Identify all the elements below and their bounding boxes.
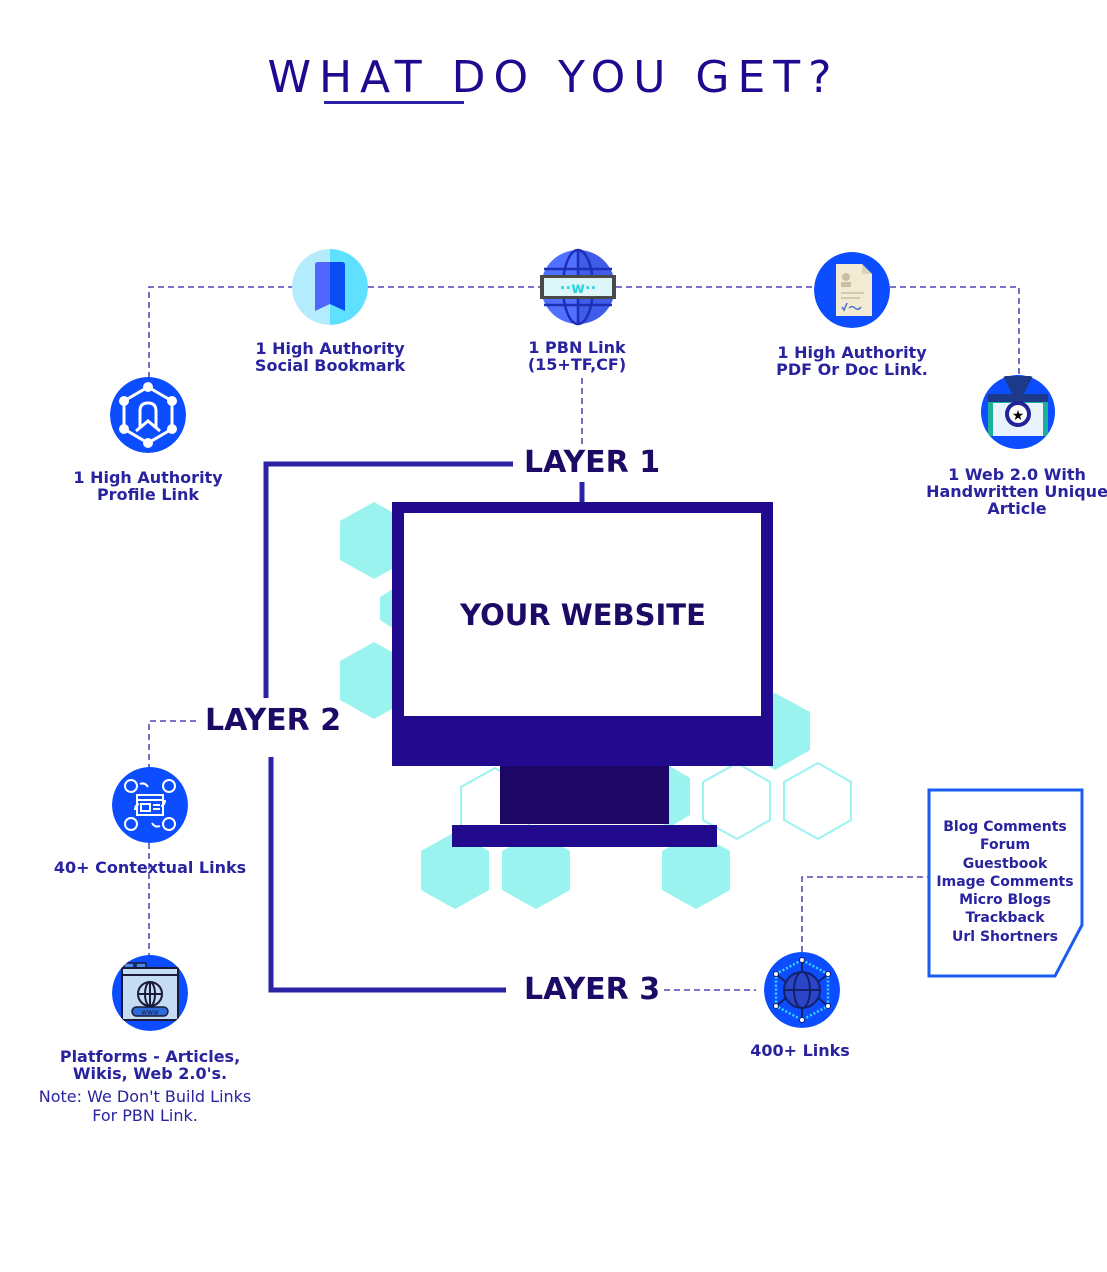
hexagon bbox=[340, 642, 408, 719]
hexagon bbox=[662, 832, 730, 909]
list-item: Blog Comments bbox=[943, 819, 1067, 835]
note-line: For PBN Link. bbox=[92, 1106, 198, 1125]
hexagon bbox=[421, 832, 489, 909]
label-line: Profile Link bbox=[96, 485, 200, 504]
label-line: Article bbox=[987, 499, 1047, 518]
label-line: 1 High Authority bbox=[777, 343, 927, 362]
layer3-label: LAYER 3 bbox=[524, 972, 661, 1007]
label-line: 1 Web 2.0 With bbox=[948, 465, 1086, 484]
list-item: Forum bbox=[979, 837, 1031, 854]
connector-layer2 bbox=[148, 720, 196, 768]
svg-text:··w··: ··w·· bbox=[560, 279, 597, 297]
contextual-links-icon bbox=[112, 767, 188, 843]
list-item: Trackback bbox=[965, 910, 1045, 927]
profile-network-icon bbox=[110, 377, 186, 453]
globe-network-icon bbox=[764, 952, 840, 1028]
pbn-link-label: 1 PBN Link (15+TF,CF) bbox=[477, 339, 677, 373]
label-line: (15+TF,CF) bbox=[527, 355, 627, 374]
layer2-label: LAYER 2 bbox=[205, 703, 342, 738]
label-line: Handwritten Unique bbox=[926, 482, 1107, 501]
note-line: Note: We Don't Build Links bbox=[38, 1087, 252, 1106]
label-line: 400+ Links bbox=[750, 1041, 850, 1060]
hexagon-outline bbox=[702, 761, 771, 841]
connector-list bbox=[801, 876, 928, 952]
pdf-doc-link-label: 1 High Authority PDF Or Doc Link. bbox=[752, 344, 952, 378]
svg-text:www: www bbox=[141, 1009, 158, 1017]
hexagon-outline bbox=[783, 761, 852, 841]
globe-www-icon: ··w·· bbox=[540, 248, 616, 326]
monitor bbox=[392, 502, 773, 847]
web20-label: 1 Web 2.0 With Handwritten Unique Articl… bbox=[917, 466, 1107, 517]
label-line: PDF Or Doc Link. bbox=[776, 360, 928, 379]
document-icon bbox=[814, 252, 890, 328]
browser-www-icon: www bbox=[112, 955, 188, 1031]
hexagon bbox=[340, 502, 408, 579]
page-title: WHAT DO YOU GET? bbox=[267, 52, 840, 103]
label-line: Platforms - Articles, bbox=[59, 1047, 241, 1066]
layer1-label: LAYER 1 bbox=[524, 445, 661, 480]
profile-link-label: 1 High Authority Profile Link bbox=[48, 469, 248, 503]
pbn-note: Note: We Don't Build Links For PBN Link. bbox=[20, 1087, 270, 1125]
title-underline bbox=[324, 101, 464, 104]
layer2-layer3-line bbox=[268, 757, 506, 993]
layer-lines bbox=[263, 461, 585, 993]
connector-profile bbox=[148, 286, 293, 378]
monitor-screen bbox=[404, 513, 761, 716]
layer3-list: Blog Comments Forum Guestbook Image Comm… bbox=[928, 818, 1082, 946]
layer1-line bbox=[263, 461, 513, 698]
label-line: 1 PBN Link bbox=[528, 338, 626, 357]
platforms-label: Platforms - Articles, Wikis, Web 2.0's. bbox=[30, 1048, 270, 1082]
contextual-links-label: 40+ Contextual Links bbox=[40, 859, 260, 876]
web-medal-icon: ★ bbox=[981, 375, 1055, 449]
label-line: 40+ Contextual Links bbox=[53, 858, 247, 877]
monitor-neck bbox=[500, 766, 669, 824]
your-website-label: YOUR WEBSITE bbox=[460, 598, 706, 632]
list-item: Micro Blogs bbox=[959, 892, 1051, 909]
svg-text:★: ★ bbox=[1012, 408, 1025, 424]
social-bookmark-label: 1 High Authority Social Bookmark bbox=[230, 340, 430, 374]
dashed-connectors bbox=[148, 286, 1020, 991]
label-line: 1 High Authority bbox=[73, 468, 223, 487]
list-item: Guestbook bbox=[962, 855, 1048, 872]
label-line: Wikis, Web 2.0's. bbox=[72, 1064, 228, 1083]
layer3-list-box bbox=[927, 788, 1084, 978]
list-item: Url Shortners bbox=[952, 928, 1058, 945]
bookmark-icon bbox=[292, 249, 368, 325]
connector-web20 bbox=[890, 286, 1020, 376]
list-item: Image Comments bbox=[936, 873, 1074, 890]
label-line: Social Bookmark bbox=[254, 356, 406, 375]
label-line: 1 High Authority bbox=[255, 339, 405, 358]
hexagon bbox=[502, 832, 570, 909]
monitor-base bbox=[452, 825, 717, 847]
links-400-label: 400+ Links bbox=[700, 1042, 900, 1059]
